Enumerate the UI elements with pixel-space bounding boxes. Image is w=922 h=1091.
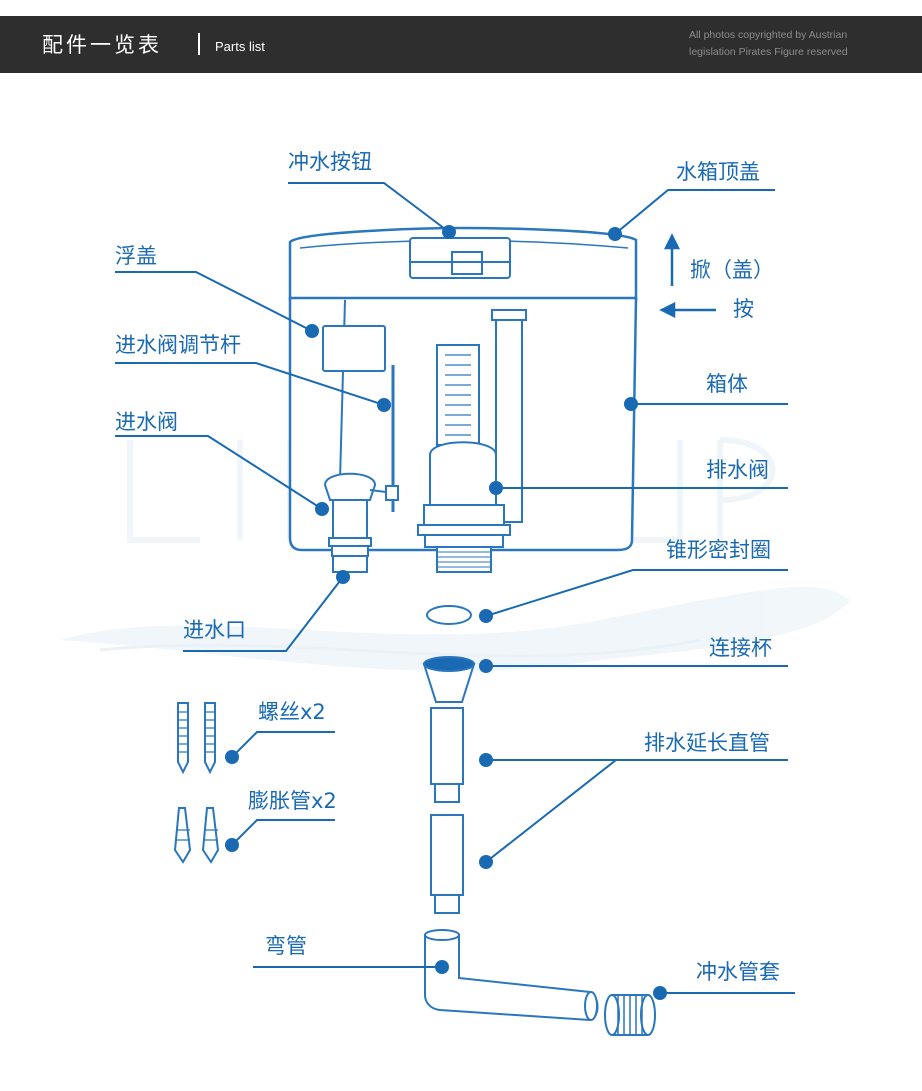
label-expansion-tube: 膨胀管x2 <box>248 789 337 813</box>
leader-dots <box>225 225 667 1000</box>
label-lift-lid: 掀（盖） <box>690 258 774 282</box>
label-inlet-valve: 进水阀 <box>115 410 178 434</box>
press-arrow-icon <box>659 301 716 319</box>
copyright-notice: All photos copyrighted by Austrian legis… <box>689 27 889 61</box>
label-drain-valve: 排水阀 <box>706 458 769 482</box>
copyright-line-2: legislation Pirates Figure reserved <box>689 46 848 58</box>
copyright-line-1: All photos copyrighted by Austrian <box>689 29 848 41</box>
label-press: 按 <box>733 297 754 321</box>
label-float-cap: 浮盖 <box>115 244 157 268</box>
watermark-swoosh <box>60 586 850 671</box>
cone-seal-part <box>426 605 472 625</box>
label-drain-extension-pipe: 排水延长直管 <box>644 731 770 755</box>
label-cone-seal: 锥形密封圈 <box>666 538 771 562</box>
label-screws: 螺丝x2 <box>258 700 326 724</box>
header-divider <box>198 33 200 55</box>
label-tank-body: 箱体 <box>706 372 748 396</box>
screws-part <box>177 702 216 775</box>
page-title: 配件一览表 <box>42 33 162 57</box>
page-subtitle: Parts list <box>215 39 265 54</box>
lift-arrow-icon <box>663 233 681 286</box>
label-connector-cup: 连接杯 <box>709 636 772 660</box>
label-tank-lid: 水箱顶盖 <box>676 160 760 184</box>
connector-cup-part <box>422 656 476 703</box>
label-elbow-pipe: 弯管 <box>265 934 307 958</box>
label-flush-pipe-sleeve: 冲水管套 <box>696 960 780 984</box>
inlet-valve-assembly <box>322 299 399 573</box>
label-inlet-port: 进水口 <box>183 618 246 642</box>
flush-button-part <box>409 237 511 279</box>
expansion-tubes-part <box>173 807 220 864</box>
header-bar: 配件一览表 Parts list All photos copyrighted … <box>0 16 922 73</box>
label-inlet-adjust-rod: 进水阀调节杆 <box>115 333 241 357</box>
flush-sleeve-part <box>604 994 656 1036</box>
elbow-pipe-part <box>424 929 599 1022</box>
leader-lines <box>115 182 795 994</box>
label-flush-button: 冲水按钮 <box>288 150 372 174</box>
extension-pipes <box>430 707 464 914</box>
